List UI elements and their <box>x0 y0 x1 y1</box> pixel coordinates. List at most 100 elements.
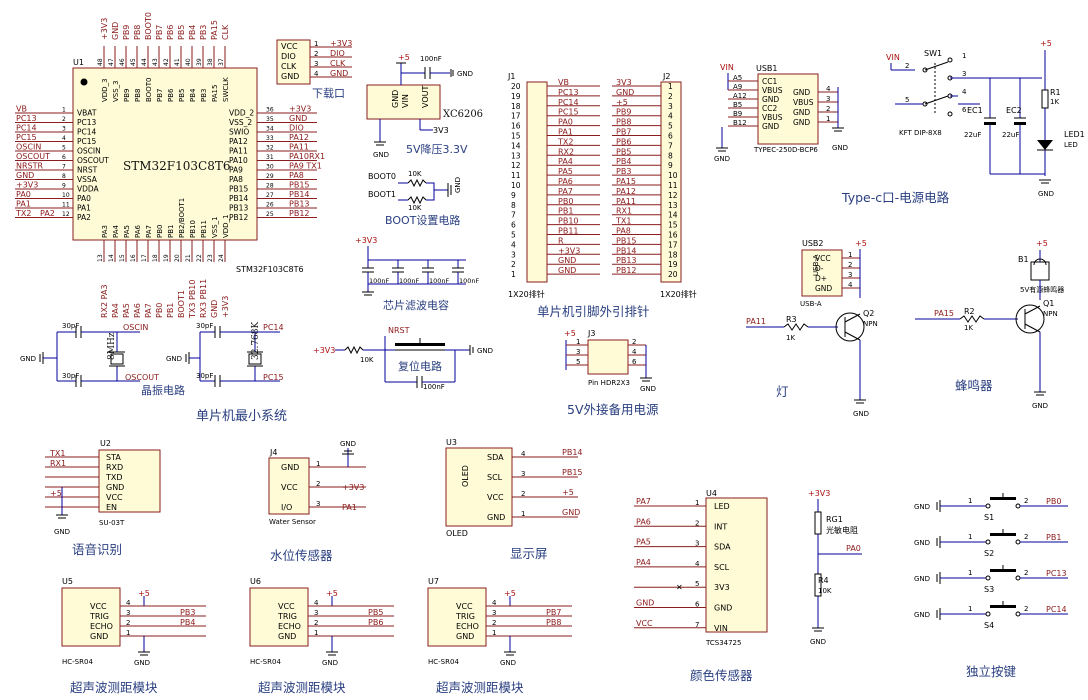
color-pin-name: 3V3 <box>714 583 730 592</box>
mcu-left-inner: VDDA <box>77 185 100 194</box>
key-button[interactable] <box>990 569 1016 572</box>
j2-pin-num: 13 <box>668 201 678 210</box>
mcu-body <box>72 67 258 241</box>
rg1-val: 光敏电阻 <box>826 525 858 535</box>
mcu-top-inner: PB4 <box>189 88 197 102</box>
ultra-pin-num: 2 <box>492 619 496 627</box>
color-net: GND <box>636 599 654 608</box>
light-block: +3V3 RG1 光敏电阻 PA0 R4 10K GND <box>808 489 862 646</box>
reg-in-net: +5 <box>398 53 410 62</box>
mcu-left-net: PA1 <box>16 200 31 209</box>
ec2-ref: EC2 <box>1006 106 1022 115</box>
voice-pin-name: VCC <box>106 493 123 502</box>
water-pin-num: 2 <box>316 480 320 488</box>
ultra-gnd-label: GND <box>134 659 150 667</box>
led1-ref: LED1 <box>1064 130 1085 139</box>
key-ref: S4 <box>984 621 994 630</box>
usb1-left-num: A5 <box>733 74 742 82</box>
j2-net: PB9 <box>616 108 631 117</box>
key-pin-num: 2 <box>1024 569 1028 577</box>
mcu-bottom-net: PB0 <box>155 303 164 318</box>
usb1-left-num: B5 <box>733 101 742 109</box>
j1-pin-num: 17 <box>511 112 521 121</box>
mcu-left-num: 10 <box>62 192 70 199</box>
key-button[interactable] <box>990 533 1016 536</box>
mcu-left-inner: NRST <box>77 166 98 175</box>
ultra-caption: 超声波测距模块 <box>258 680 346 695</box>
mcu-bottom-inner: PB10 <box>189 220 197 238</box>
key-contact <box>1015 539 1021 545</box>
usb2-pin-num: 3 <box>848 271 852 279</box>
sw1-part: KFT DIP-8X8 <box>899 129 942 137</box>
reg-cap: 100nF <box>420 55 442 63</box>
color-pins: LED1PA7INT2PA6SDA3PA5SCL4PA43V35✕GND6GND… <box>634 497 732 633</box>
mcu-bottom-net: PA4 <box>111 303 120 318</box>
mcu-top-net: +3V3 <box>100 18 109 40</box>
mcu-left-num: 8 <box>62 173 66 180</box>
j1-net: PA0 <box>558 118 573 127</box>
crystal-c2: 30pF <box>62 372 79 380</box>
ultra-body <box>427 587 487 647</box>
ultra-net: PB4 <box>180 618 195 627</box>
download-pin-num: 2 <box>314 50 318 58</box>
j3-gnd: GND <box>640 385 656 393</box>
ultra-ref: U6 <box>250 577 261 586</box>
water-pin-name: GND <box>281 463 299 472</box>
j2-net: PB15 <box>616 236 637 245</box>
key-button[interactable] <box>990 497 1016 500</box>
ultra-net: PB5 <box>368 608 383 617</box>
ultra-pin-num: 2 <box>126 619 130 627</box>
mcu-bottom-inner: VDD_1 <box>222 214 230 238</box>
ultra-pin-name: VCC <box>278 602 295 611</box>
mcu-right-net: PB13 <box>289 200 310 209</box>
j3-num-right: 2 <box>632 338 636 346</box>
key-button[interactable] <box>990 605 1016 608</box>
sw1-terminal <box>947 57 953 63</box>
reset-c: 100nF <box>423 383 445 391</box>
download-net: CLK <box>330 59 346 68</box>
ultra-pin-num: 3 <box>314 609 318 617</box>
ultra-gnd-label: GND <box>322 659 338 667</box>
j1-label: 1X20排针 <box>508 289 545 299</box>
mcu-top-num: 39 <box>196 58 203 66</box>
mcu-right-net: PA10RX1 <box>289 152 325 161</box>
ultra-pin-name: GND <box>456 632 474 641</box>
mcu-bottom-num: 20 <box>174 254 181 262</box>
key-net: PC14 <box>1046 605 1067 614</box>
j3-num-right: 6 <box>632 358 637 366</box>
oled-pin-num: 3 <box>521 470 525 478</box>
reset-button[interactable] <box>395 343 445 346</box>
j2-pin-num: 11 <box>668 181 678 190</box>
mcu-left-net: PC14 <box>16 124 37 133</box>
usb1-left-name: CC1 <box>762 77 777 86</box>
usb1-left-num: B12 <box>733 119 747 127</box>
typec-caption: Type-c口-电源电路 <box>841 190 950 205</box>
j2-pin-num: 3 <box>668 102 673 111</box>
key-contact <box>985 539 991 545</box>
j1-net: RX2 <box>558 147 574 156</box>
r2-ref: R2 <box>964 307 975 316</box>
boot-r1-value: 10K <box>408 204 422 212</box>
j1-pin-num: 12 <box>511 161 521 170</box>
color-pin-name: GND <box>714 604 732 613</box>
sw1-gnd: GND <box>1038 190 1054 198</box>
mcu-right-inner: PA12 <box>229 137 248 146</box>
mcu-top-num: 46 <box>119 58 126 66</box>
mcu-left-inner: VSSA <box>77 175 98 184</box>
mcu-right-net: PB14 <box>289 190 310 199</box>
sw1-num: 2 <box>905 62 909 70</box>
mcu-bottom-num: 17 <box>141 254 148 262</box>
j1-pin-num: 19 <box>511 92 521 101</box>
reset-vcc: +3V3 <box>313 346 335 355</box>
j2-pin-num: 9 <box>668 161 673 170</box>
mcu-top-net: PB5 <box>177 25 186 40</box>
j2-net: TX1 <box>615 217 631 226</box>
j1-net: PB11 <box>558 227 579 236</box>
mcu-right-num: 36 <box>266 107 274 114</box>
